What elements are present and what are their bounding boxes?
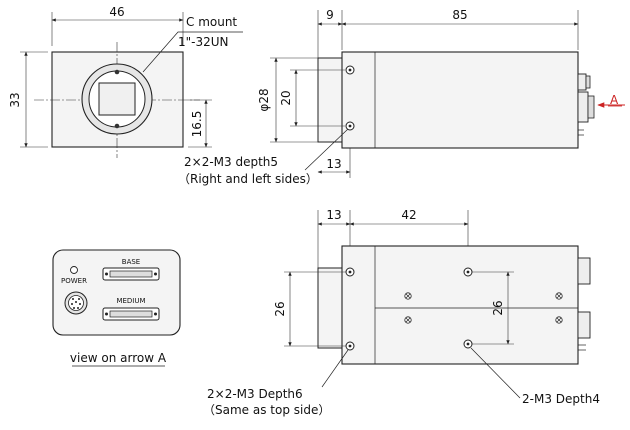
- front-width-label: 46: [109, 5, 124, 19]
- c-mount-thread-label: 1"-32UN: [178, 35, 229, 49]
- bottom-spacing-label: 42: [401, 208, 416, 222]
- bottom-body: [341, 245, 579, 365]
- side-hole-note: 2×2-M3 depth5: [184, 155, 278, 169]
- bottom-screws: [404, 292, 563, 324]
- sensor-window: [98, 82, 136, 116]
- side-length-label: 85: [452, 8, 467, 22]
- side-offset-label: 13: [326, 157, 341, 171]
- view-arrow-label: A: [610, 93, 619, 107]
- power-label: POWER: [61, 277, 87, 285]
- front-height-label: 33: [8, 92, 22, 107]
- side-view: 9 85 φ28 20 13 A: [178, 8, 625, 186]
- side-body: [341, 51, 579, 149]
- rear-caption: view on arrow A: [70, 351, 167, 365]
- side-mount-barrel: [317, 57, 343, 143]
- bottom-left-pitch-label: 26: [273, 301, 287, 316]
- rear-view: POWER BASE MEDIUM view on arrow A: [52, 249, 181, 367]
- bottom-threaded-holes: [345, 267, 473, 351]
- front-view: 46 33 16.5 C mount 1"-32UN: [8, 5, 243, 158]
- bottom-right-hole-note: 2-M3 Depth4: [522, 392, 600, 406]
- bottom-right-hole-leader: [470, 347, 521, 399]
- bottom-hole-leader: [321, 349, 349, 388]
- bottom-right-pitch-label: 26: [491, 300, 505, 315]
- side-pitch-label: 20: [279, 90, 293, 105]
- power-led: [70, 266, 78, 274]
- side-hole-note-detail: （Right and left sides）: [178, 172, 318, 186]
- base-label: BASE: [122, 258, 140, 266]
- bottom-hole-note-detail: （Same as top side）: [203, 403, 330, 417]
- c-mount-leader: [142, 31, 243, 73]
- front-center-label: 16.5: [190, 111, 204, 138]
- side-hole-leader: [304, 128, 349, 171]
- bottom-hole-note: 2×2-M3 Depth6: [207, 387, 303, 401]
- bottom-offset-label: 13: [326, 208, 341, 222]
- medium-label: MEDIUM: [116, 297, 145, 305]
- bottom-view: 13 42 26 26: [203, 208, 600, 417]
- c-mount-label: C mount: [186, 15, 237, 29]
- side-diameter-label: φ28: [257, 88, 271, 111]
- side-front-depth-label: 9: [326, 8, 334, 22]
